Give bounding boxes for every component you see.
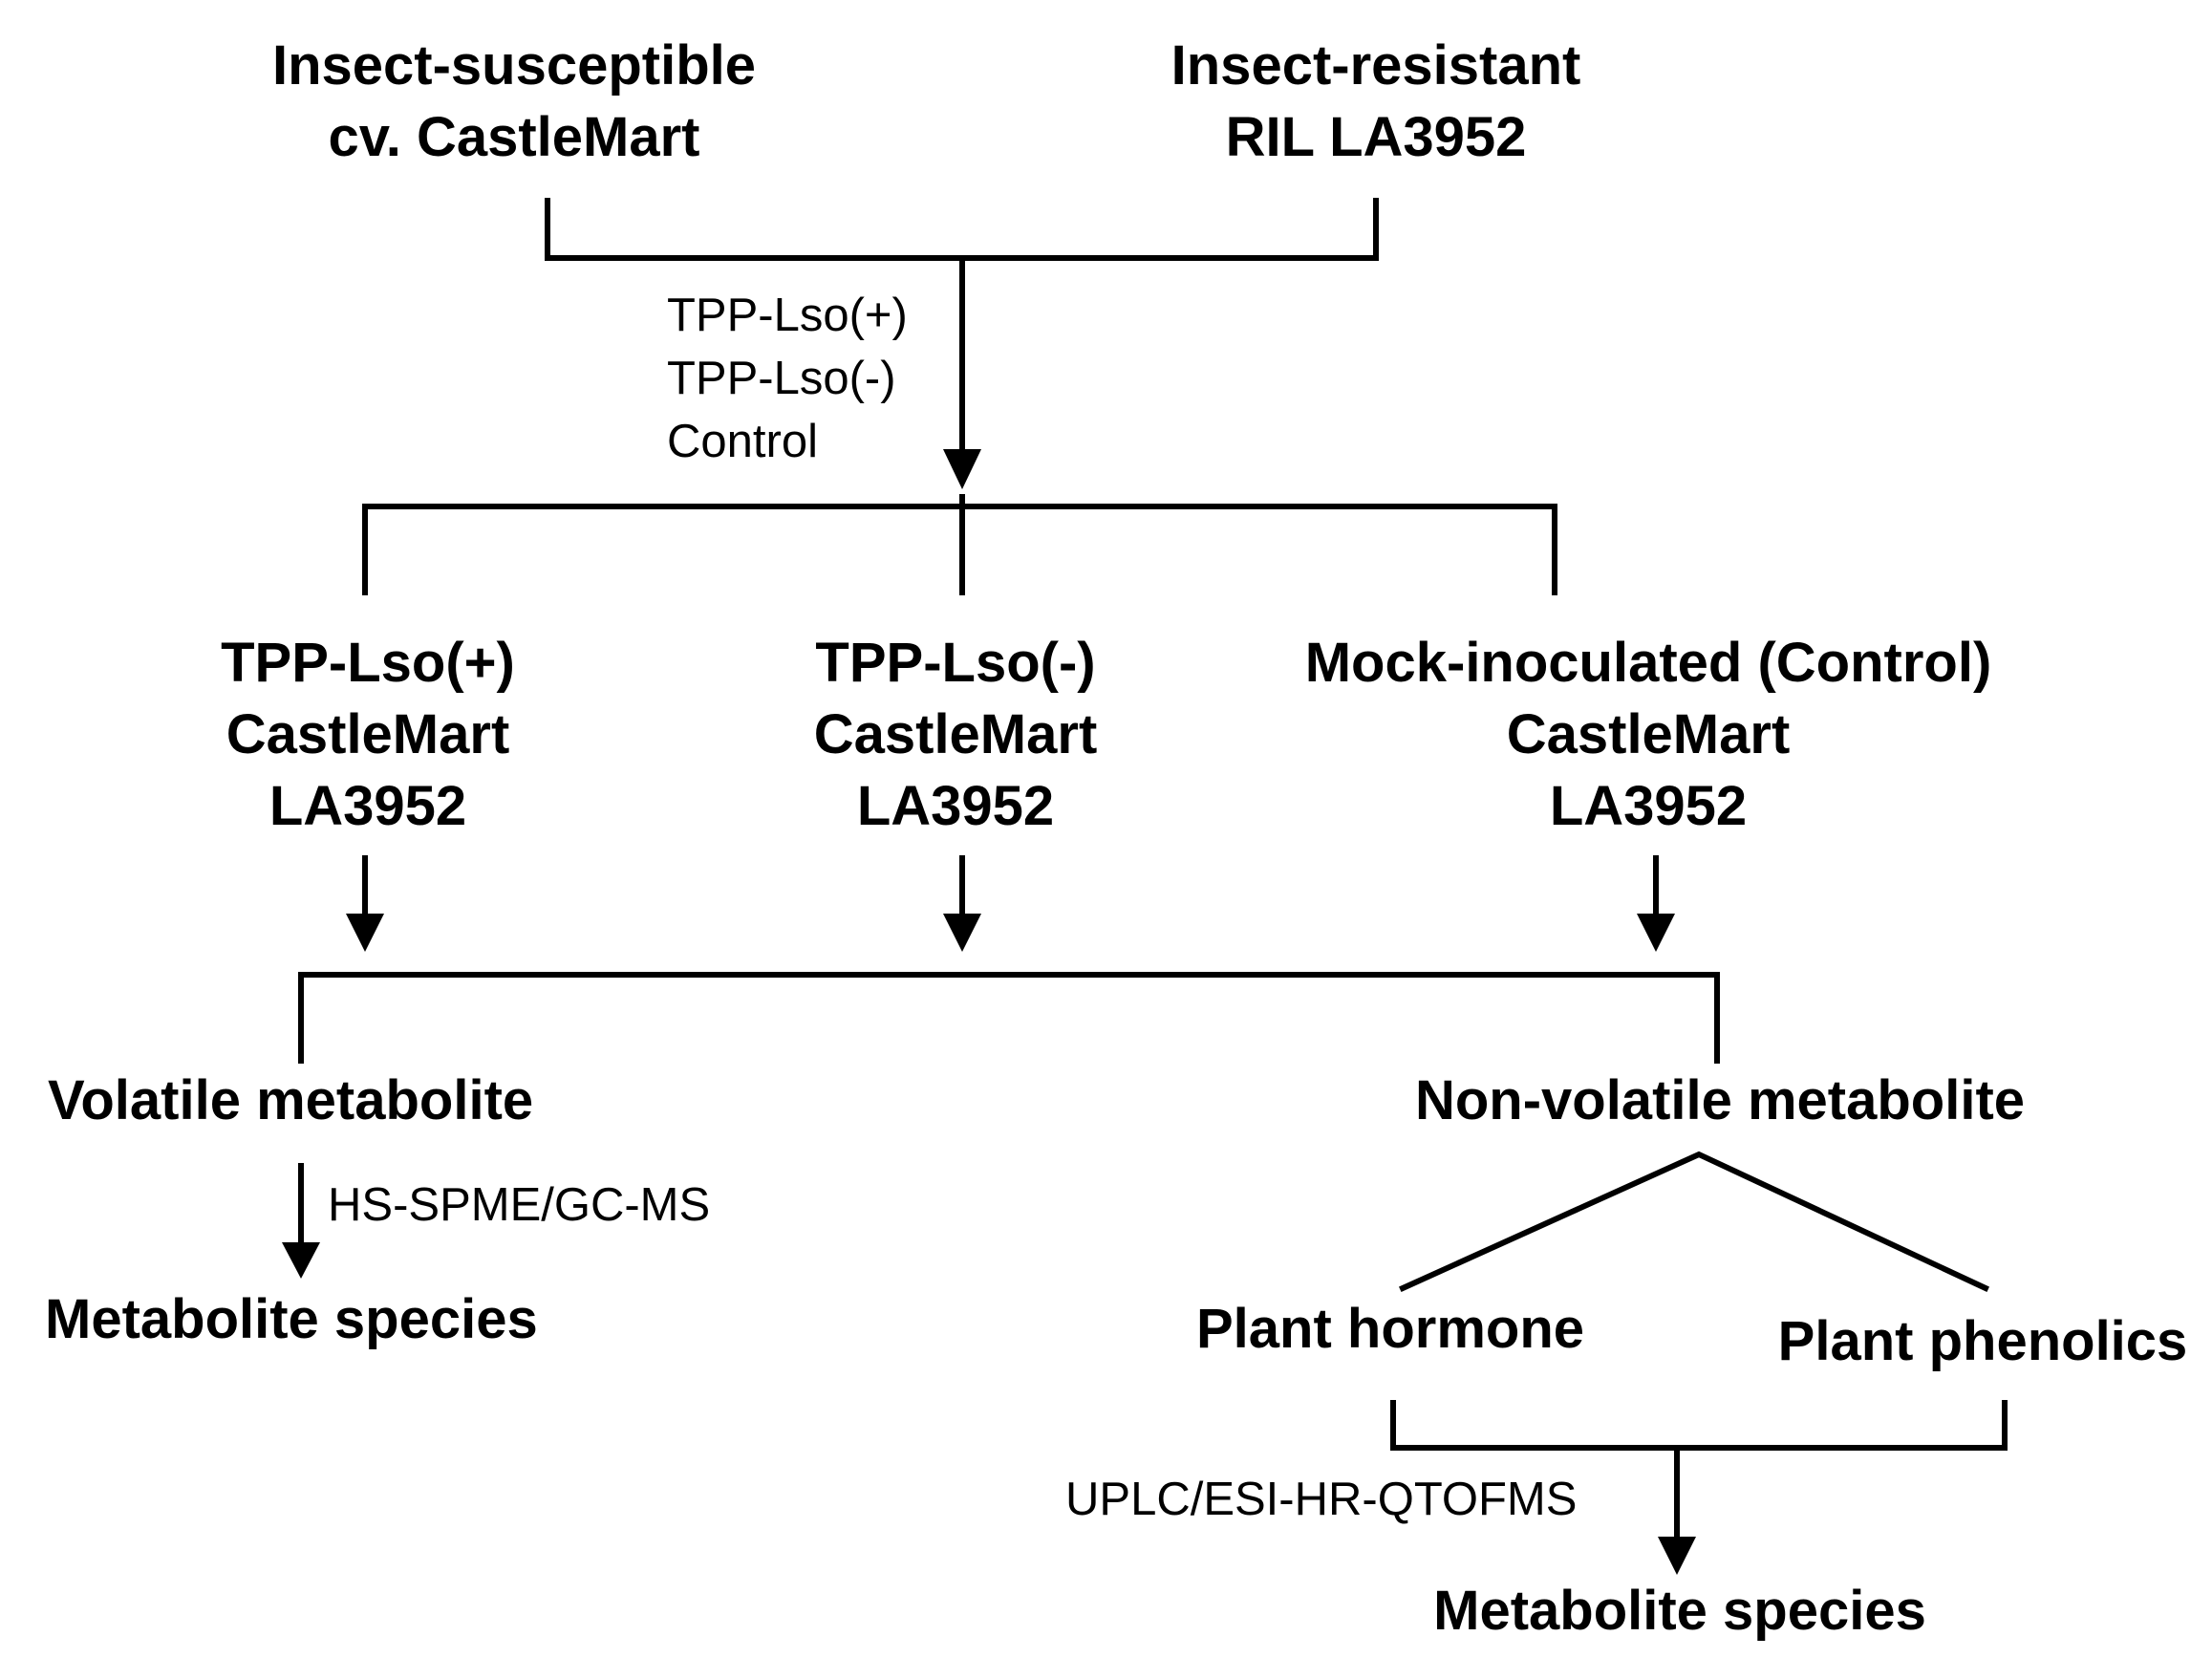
volatile-arrowhead [282,1242,320,1279]
treatment-label-1: TPP-Lso(+) [667,290,908,341]
volatile-title: Volatile metabolite [48,1069,534,1131]
final-arrowhead [1658,1537,1696,1575]
plant-hormone-label: Plant hormone [1195,1298,1585,1360]
resistant-line2: RIL LA3952 [1225,106,1527,168]
group3-title: Mock-inoculated (Control) [1304,632,1992,694]
group1-line2: CastleMart [225,703,510,765]
group2-arrowhead [943,914,981,952]
group3-line3: LA3952 [1549,775,1748,837]
resistant-line1: Insect-resistant [1170,34,1581,97]
plant-phenolics-label: Plant phenolics [1777,1310,2188,1372]
group2-line2: CastleMart [813,703,1098,765]
susceptible-line2: cv. CastleMart [328,106,700,168]
nonvolatile-method: UPLC/ESI-HR-QTOFMS [1065,1474,1578,1525]
volatile-result: Metabolite species [45,1288,538,1350]
treatment-label-3: Control [667,416,818,467]
volatile-method: HS-SPME/GC-MS [328,1179,711,1231]
group1-arrowhead [346,914,384,952]
group1-title: TPP-Lso(+) [221,632,515,694]
susceptible-line1: Insect-susceptible [271,34,757,97]
treatment-arrowhead [943,449,981,489]
source-bracket [545,198,1379,261]
nonvolatile-result: Metabolite species [1433,1580,1926,1642]
group3-line2: CastleMart [1506,703,1791,765]
group2-line3: LA3952 [856,775,1055,837]
group1-line3: LA3952 [268,775,467,837]
merge-bracket [298,972,1720,1064]
treatment-label-2: TPP-Lso(-) [667,353,896,404]
group2-title: TPP-Lso(-) [815,632,1096,694]
nonvolatile-title: Non-volatile metabolite [1414,1069,2026,1131]
nonvolatile-split [1399,1151,1989,1292]
hormone-phenolics-bracket [1390,1400,2008,1451]
group3-arrowhead [1637,914,1675,952]
